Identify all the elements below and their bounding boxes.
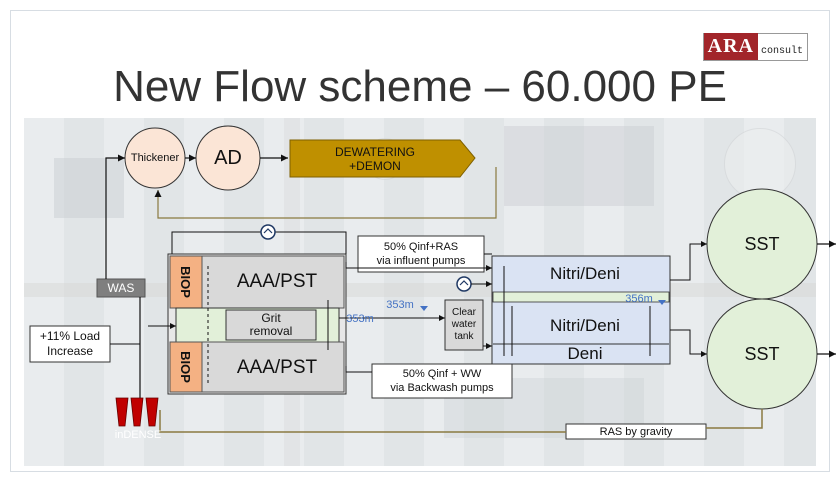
was-label: WAS <box>107 281 135 295</box>
level-marker-353a <box>420 306 428 311</box>
logo-main: ARA <box>703 33 758 60</box>
influent-label-line1: 50% Qinf+RAS <box>383 241 459 253</box>
level-353a-label: 353m <box>386 299 414 311</box>
clear-label-line3: tank <box>454 331 474 342</box>
ras-gravity-label: RAS by gravity <box>599 425 673 438</box>
grit-removal-box <box>225 309 317 341</box>
nitri-to-sst-bottom-line <box>670 329 707 357</box>
load-increase-label: +11% Load Increase <box>30 326 110 362</box>
biop-top-label: BIOP <box>178 266 194 298</box>
ad-label: AD <box>214 146 242 169</box>
backwash-pumps-label-box <box>371 363 513 399</box>
dewatering-label-line1: DEWATERING <box>335 144 415 159</box>
nitri-deni-mid-label: Nitri/Deni <box>550 316 620 335</box>
grit-label-line2: removal <box>249 324 293 338</box>
aaa-pst-bottom-label: AAA/PST <box>236 357 318 378</box>
aaa-pst-top-box <box>201 255 345 309</box>
biop-bottom-box <box>169 341 203 393</box>
dewatering-shape <box>289 139 476 178</box>
grit-removal-label: Grit removal <box>226 310 316 340</box>
pump-icon-clear-water <box>456 276 472 292</box>
influent-label-line2: via influent pumps <box>376 255 466 267</box>
backwash-label-line2: via Backwash pumps <box>390 382 494 394</box>
level-353b-label: 353m <box>346 313 374 325</box>
thickener-label: Thickener <box>130 152 180 164</box>
load-increase-label-box <box>29 325 111 363</box>
level-356-label: 356m <box>625 293 653 305</box>
indense-label: inDENSE <box>114 429 162 441</box>
backwash-pumps-label: 50% Qinf + WW via Backwash pumps <box>372 364 512 398</box>
backwash-label-line1: 50% Qinf + WW <box>402 368 482 380</box>
was-box <box>96 278 146 298</box>
nitri-deni-block <box>491 255 671 365</box>
logo-sub: consult <box>760 46 803 57</box>
clear-water-tank-box <box>444 299 484 351</box>
dewatering-label: DEWATERING +DEMON <box>290 140 460 177</box>
dewatering-label-line2: +DEMON <box>349 158 401 173</box>
level-marker-356 <box>658 300 666 305</box>
clear-water-tank-label: Clear water tank <box>445 300 483 350</box>
influent-pumps-label: 50% Qinf+RAS via influent pumps <box>358 236 484 272</box>
ara-consult-logo: ARA consult <box>702 33 808 61</box>
deni-label: Deni <box>567 344 603 363</box>
load-label-line2: Increase <box>46 344 94 358</box>
clear-label-line1: Clear <box>452 307 476 318</box>
sst-top-label: SST <box>744 233 780 254</box>
ras-gravity-line <box>706 409 763 429</box>
biop-bottom-label: BIOP <box>178 351 194 383</box>
aaa-pst-bottom-box <box>201 341 345 393</box>
clear-label-line2: water <box>451 319 477 330</box>
load-label-line1: +11% Load <box>39 329 101 343</box>
green-strip <box>492 291 670 303</box>
pump-icon-top <box>260 224 276 240</box>
dewatering-return-line <box>154 167 497 219</box>
grit-label-line1: Grit <box>261 311 281 325</box>
was-to-thickener-line <box>105 154 125 279</box>
nitri-to-sst-top-line <box>670 241 707 281</box>
indense-hydrocyclones <box>115 397 159 427</box>
aaa-pst-top-label: AAA/PST <box>236 271 318 292</box>
influent-pumps-label-box <box>357 235 485 273</box>
nitri-deni-top-label: Nitri/Deni <box>550 264 620 283</box>
sst-bottom-label: SST <box>744 343 780 364</box>
slide-title: New Flow scheme – 60.000 PE <box>113 62 727 111</box>
